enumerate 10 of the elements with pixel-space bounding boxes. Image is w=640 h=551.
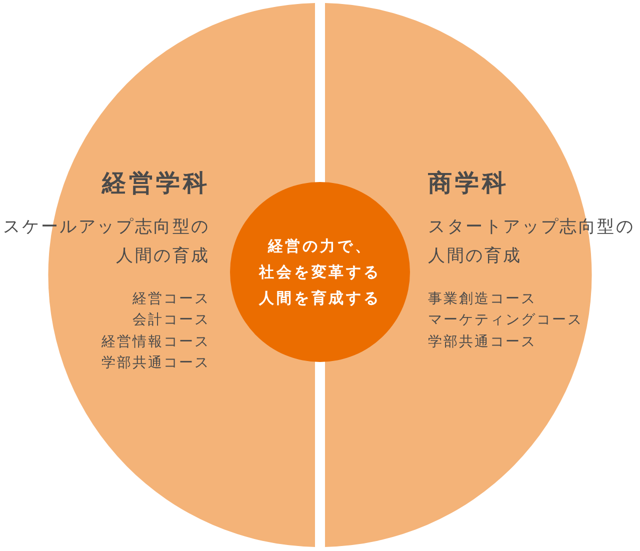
course-name: マーケティングコース bbox=[428, 311, 583, 330]
course-name: 学部共通コース bbox=[428, 332, 536, 352]
department-heading: 経営学科 bbox=[102, 168, 210, 198]
course-name: 事業創造コース bbox=[428, 290, 536, 309]
department-heading: 商学科 bbox=[428, 168, 509, 198]
course-name: 経営コース bbox=[132, 290, 210, 309]
course-name: 経営情報コース bbox=[102, 332, 210, 352]
course-name: 会計コース bbox=[132, 311, 210, 330]
mission-statement: 経営の力で、社会を変革する人間を育成する bbox=[258, 236, 382, 309]
course-name: 学部共通コース bbox=[102, 354, 210, 373]
